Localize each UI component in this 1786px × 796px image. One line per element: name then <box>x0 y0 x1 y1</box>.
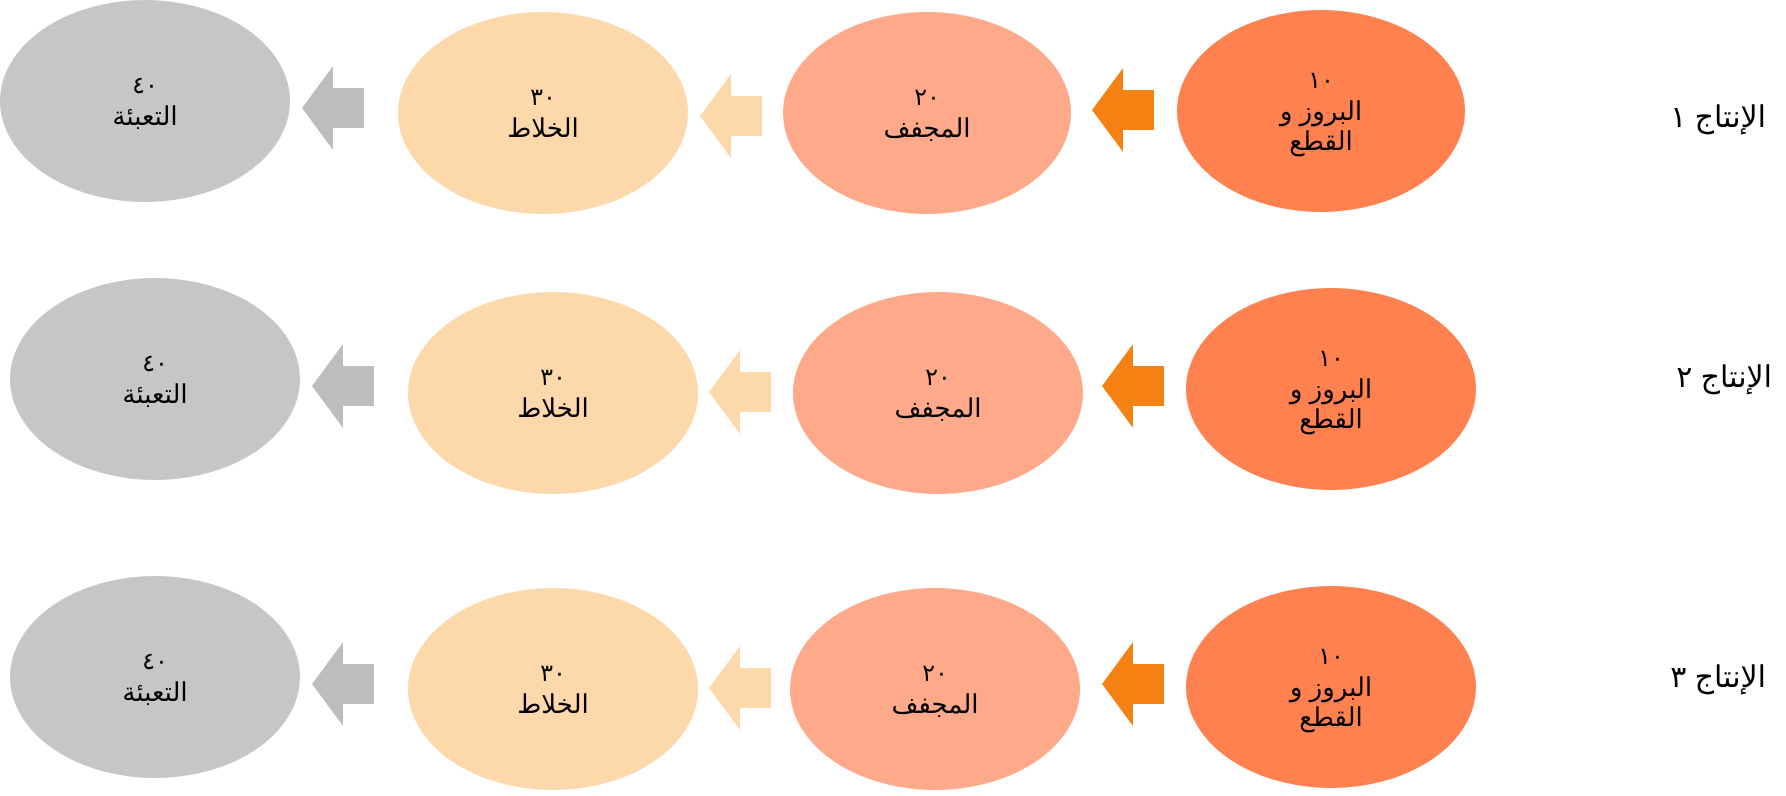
step-dryer: ٢٠ المجفف <box>790 588 1080 790</box>
step-name: المجفف <box>894 393 982 423</box>
step-name: الخلاط <box>517 689 589 719</box>
step-number: ٢٠ <box>922 660 948 687</box>
step-name: التعبئة <box>122 379 188 409</box>
arrow-left-icon <box>312 642 374 726</box>
step-number: ١٠ <box>1318 643 1344 670</box>
step-packaging: ٤٠ التعبئة <box>0 0 290 202</box>
step-name: البروز و القطع <box>1289 672 1373 732</box>
step-dryer: ٢٠ المجفف <box>793 292 1083 494</box>
step-mixer: ٣٠ الخلاط <box>398 12 688 214</box>
step-number: ٣٠ <box>540 660 566 687</box>
arrow-left-icon <box>302 66 364 150</box>
arrow-left-icon <box>709 646 771 730</box>
production-row-3: الإنتاج ٣ ١٠ البروز و القطع ٢٠ المجفف ٣٠… <box>0 576 1786 796</box>
step-packaging: ٤٠ التعبئة <box>10 278 300 480</box>
step-name: المجفف <box>883 113 971 143</box>
step-packaging: ٤٠ التعبئة <box>10 576 300 778</box>
step-extrusion-cutting: ١٠ البروز و القطع <box>1177 10 1465 212</box>
arrow-left-icon <box>312 344 374 428</box>
production-row-2: الإنتاج ٢ ١٠ البروز و القطع ٢٠ المجفف ٣٠… <box>0 278 1786 498</box>
arrow-left-icon <box>1092 68 1154 152</box>
step-number: ٤٠ <box>142 350 168 377</box>
step-number: ٣٠ <box>530 84 556 111</box>
step-name: الخلاط <box>507 113 579 143</box>
row-label: الإنتاج ١ <box>1670 101 1766 134</box>
step-extrusion-cutting: ١٠ البروز و القطع <box>1186 288 1476 490</box>
row-label: الإنتاج ٣ <box>1670 661 1766 694</box>
step-mixer: ٣٠ الخلاط <box>408 292 698 494</box>
arrow-left-icon <box>1102 344 1164 428</box>
step-name: المجفف <box>891 689 979 719</box>
step-name: البروز و القطع <box>1289 374 1373 434</box>
step-mixer: ٣٠ الخلاط <box>408 588 698 790</box>
step-number: ٤٠ <box>132 72 158 99</box>
production-row-1: الإنتاج ١ ١٠ البروز و القطع ٢٠ المجفف ٣٠… <box>0 0 1786 220</box>
step-number: ٣٠ <box>540 364 566 391</box>
step-number: ٢٠ <box>914 84 940 111</box>
arrow-left-icon <box>700 74 762 158</box>
step-number: ٢٠ <box>925 364 951 391</box>
step-number: ١٠ <box>1318 345 1344 372</box>
arrow-left-icon <box>1102 642 1164 726</box>
row-label: الإنتاج ٢ <box>1676 361 1772 394</box>
step-dryer: ٢٠ المجفف <box>783 12 1071 214</box>
step-name: الخلاط <box>517 393 589 423</box>
step-name: البروز و القطع <box>1279 96 1363 156</box>
arrow-left-icon <box>709 350 771 434</box>
step-extrusion-cutting: ١٠ البروز و القطع <box>1186 586 1476 788</box>
step-number: ٤٠ <box>142 648 168 675</box>
step-name: التعبئة <box>112 101 178 131</box>
step-number: ١٠ <box>1308 67 1334 94</box>
step-name: التعبئة <box>122 677 188 707</box>
